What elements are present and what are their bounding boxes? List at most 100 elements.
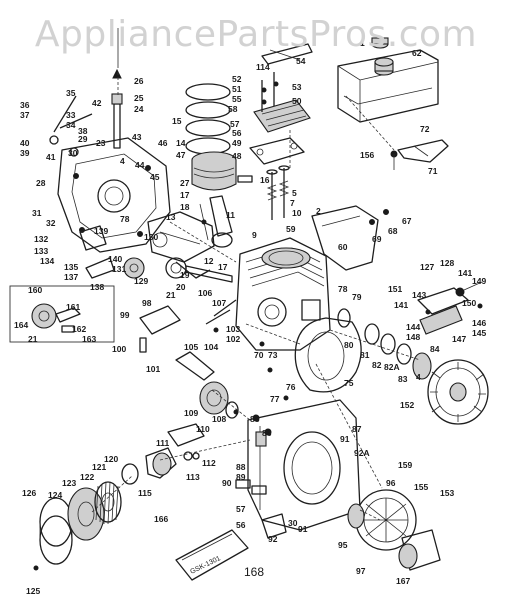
label: 68 xyxy=(388,226,398,236)
label: 21 xyxy=(166,290,176,300)
label: 99 xyxy=(120,310,130,320)
crankcase-cover xyxy=(57,137,171,253)
label: 57 xyxy=(236,504,246,514)
label: 34 xyxy=(66,120,76,130)
label: 86 xyxy=(262,428,272,438)
screen-plate xyxy=(167,423,205,447)
label: 91 xyxy=(340,434,350,444)
label: 155 xyxy=(414,482,428,492)
label: 43 xyxy=(132,132,142,142)
label: 42 xyxy=(92,98,102,108)
label: 88 xyxy=(236,462,246,472)
label: 124 xyxy=(48,490,62,500)
label: 96 xyxy=(386,478,396,488)
label: 59 xyxy=(286,224,296,234)
assembly-lines xyxy=(91,72,421,521)
label: 41 xyxy=(46,152,56,162)
label: 55 xyxy=(232,94,242,104)
piston-pin xyxy=(237,175,253,183)
label: 79 xyxy=(352,292,362,302)
label: 49 xyxy=(232,138,242,148)
label: 56 xyxy=(232,128,242,138)
tank-bracket xyxy=(390,139,449,170)
label: 112 xyxy=(202,458,216,468)
label: 126 xyxy=(22,488,36,498)
label: 46 xyxy=(158,138,168,148)
label: 90 xyxy=(222,478,232,488)
label: 23 xyxy=(96,138,106,148)
label: 159 xyxy=(398,460,412,470)
label: 149 xyxy=(472,276,486,286)
label: 5 xyxy=(292,188,297,198)
label: 106 xyxy=(198,288,212,298)
breather-cover xyxy=(253,99,311,133)
label: 163 xyxy=(82,334,96,344)
label: 147 xyxy=(452,334,466,344)
label: 32 xyxy=(46,218,56,228)
label: 98 xyxy=(142,298,152,308)
label: 26 xyxy=(134,76,144,86)
label: 107 xyxy=(212,298,226,308)
label: 91 xyxy=(298,524,308,534)
fasteners xyxy=(33,28,483,571)
valves xyxy=(261,72,290,220)
label: 111 xyxy=(156,438,170,448)
label: 84 xyxy=(430,344,440,354)
label: 161 xyxy=(66,302,80,312)
label: 141 xyxy=(394,300,408,310)
governor-lever xyxy=(49,95,93,157)
label: 69 xyxy=(372,234,382,244)
label: 138 xyxy=(90,282,104,292)
label: 40 xyxy=(20,138,30,148)
label: 143 xyxy=(412,290,426,300)
label: 36 xyxy=(20,100,30,110)
label: 30 xyxy=(68,148,78,158)
bag-number-label: 168 xyxy=(244,565,264,579)
label: 24 xyxy=(134,104,144,114)
label: 71 xyxy=(428,166,438,176)
governor-assembly xyxy=(79,225,145,279)
label: 21 xyxy=(28,334,38,344)
label: 12 xyxy=(204,256,214,266)
label: 19 xyxy=(180,270,190,280)
label: 123 xyxy=(62,478,76,488)
label: 127 xyxy=(420,262,434,272)
label: 115 xyxy=(138,488,152,498)
label: 45 xyxy=(150,172,160,182)
label: 109 xyxy=(184,408,198,418)
label: 44 xyxy=(135,160,145,170)
label: 125 xyxy=(26,586,40,596)
label: 29 xyxy=(78,134,88,144)
label: 134 xyxy=(40,256,54,266)
label: 78 xyxy=(120,214,130,224)
breaker-box xyxy=(9,285,115,343)
label: 25 xyxy=(134,93,144,103)
label: 132 xyxy=(34,234,48,244)
label: 122 xyxy=(80,472,94,482)
label: 4 xyxy=(120,156,125,166)
label: 92A xyxy=(354,448,370,458)
label: 164 xyxy=(14,320,28,330)
label: 152 xyxy=(400,400,414,410)
label: 110 xyxy=(196,424,210,434)
fuel-cap xyxy=(371,37,389,49)
label: 105 xyxy=(184,342,198,352)
label: 16 xyxy=(260,175,270,185)
label: 14 xyxy=(176,138,186,148)
label: 28 xyxy=(36,178,46,188)
label: 30 xyxy=(288,518,298,528)
label: 1 xyxy=(360,38,365,48)
label: 167 xyxy=(396,576,410,586)
label: 52 xyxy=(232,74,242,84)
label: 27 xyxy=(180,178,190,188)
piston xyxy=(191,151,237,191)
label: 100 xyxy=(112,344,126,354)
part-number-labels: 1 62 54 114 52 51 53 55 50 58 57 56 49 4… xyxy=(14,38,486,596)
label: 82A xyxy=(384,362,400,372)
label: 151 xyxy=(388,284,402,294)
oil-cap-plate xyxy=(139,305,181,353)
label: 81 xyxy=(360,350,370,360)
label: 129 xyxy=(134,276,148,286)
label: 102 xyxy=(226,334,240,344)
